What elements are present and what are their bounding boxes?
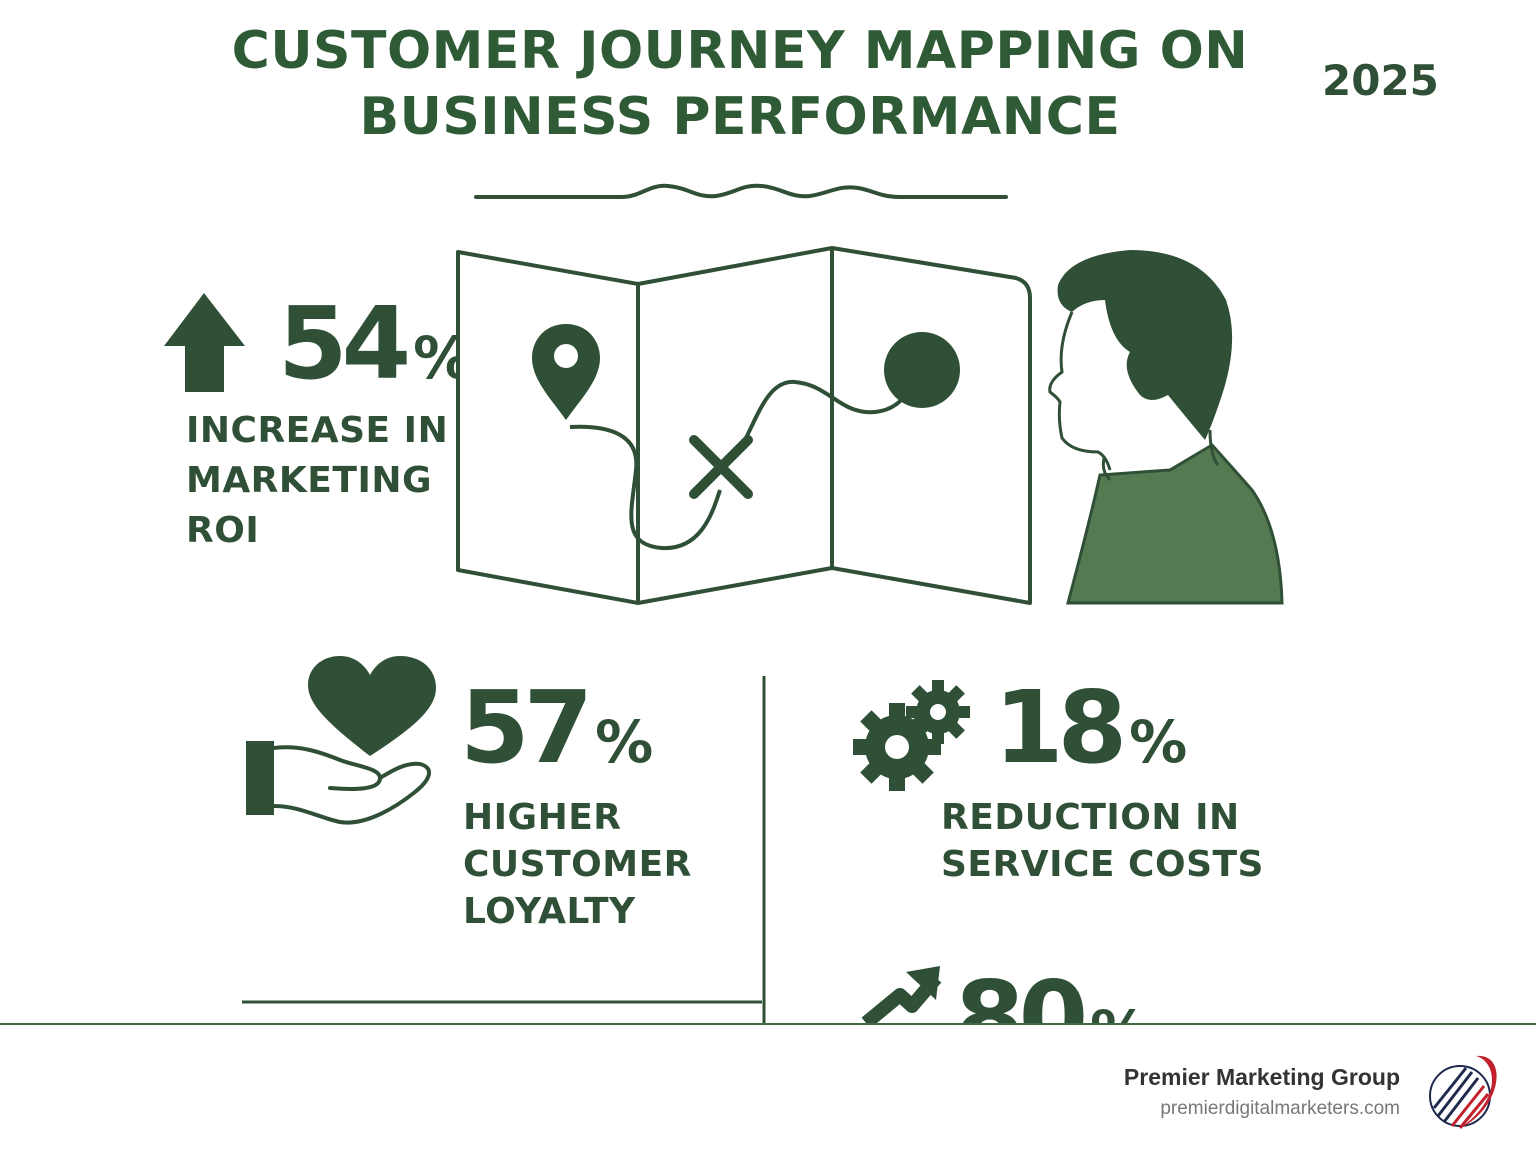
stat-value-roi: 54%: [278, 294, 471, 408]
section-divider: [242, 676, 766, 1023]
stat-number: 57: [460, 669, 593, 786]
label-line: MARKETING: [186, 460, 433, 501]
page-title: CUSTOMER JOURNEY MAPPING ON BUSINESS PER…: [190, 18, 1290, 150]
stat-unit: %: [1129, 708, 1188, 776]
map-icon: [456, 246, 1032, 605]
label-line: REDUCTION IN: [941, 797, 1240, 838]
label-line: LOYALTY: [463, 891, 636, 932]
label-line: SERVICE COSTS: [941, 844, 1264, 885]
gears-icon: [853, 680, 970, 791]
stat-number: 54: [278, 285, 411, 402]
label-line: INCREASE IN: [186, 410, 449, 451]
title-line-1: CUSTOMER JOURNEY MAPPING ON: [231, 21, 1249, 81]
label-line: ROI: [186, 510, 260, 551]
stat-unit: %: [595, 708, 654, 776]
brand-url[interactable]: premierdigitalmarketers.com: [1160, 1098, 1400, 1119]
brand-logo-icon: [1429, 1055, 1497, 1129]
heart-hand-icon: [246, 656, 436, 825]
title-line-2: BUSINESS PERFORMANCE: [359, 87, 1121, 147]
year-label: 2025: [1322, 56, 1439, 105]
person-icon: [1048, 250, 1284, 605]
brand-name: Premier Marketing Group: [1123, 1064, 1400, 1090]
label-line: CUSTOMER: [463, 844, 692, 885]
label-line: HIGHER: [463, 797, 622, 838]
arrow-up-icon: [164, 293, 245, 392]
trend-arrow-icon: [861, 966, 942, 1029]
stat-label-loyalty: HIGHER CUSTOMER LOYALTY: [463, 794, 692, 935]
footer-divider: [0, 1023, 1536, 1025]
wave-divider: [474, 183, 1008, 199]
stat-label-roi: INCREASE IN MARKETING ROI: [186, 406, 448, 556]
stat-value-loyalty: 57%: [460, 678, 653, 792]
stat-value-service: 18%: [994, 678, 1187, 792]
footer: [0, 1025, 1536, 1154]
stat-number: 18: [994, 669, 1127, 786]
stat-label-service: REDUCTION IN SERVICE COSTS: [941, 794, 1264, 888]
